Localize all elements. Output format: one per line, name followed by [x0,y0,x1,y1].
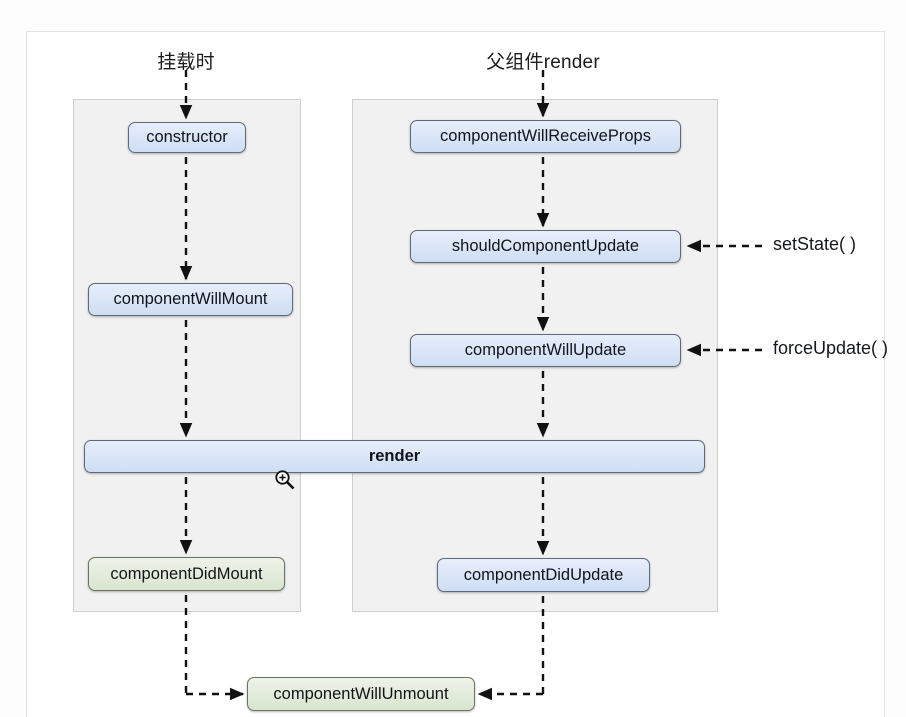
mounting-phase-label: 挂载时 [157,52,215,73]
node-constructor[interactable]: constructor [128,122,246,153]
trigger-label-set-state: setState( ) [773,234,857,254]
node-should-component-update[interactable]: shouldComponentUpdate [410,230,681,263]
updating-phase-label: 父组件render [486,52,600,73]
node-component-will-mount[interactable]: componentWillMount [88,283,293,316]
mounting-phase-panel [73,99,301,612]
node-component-did-mount[interactable]: componentDidMount [88,557,285,591]
node-render[interactable]: render [84,440,705,473]
node-component-will-update[interactable]: componentWillUpdate [410,334,681,367]
node-component-did-update[interactable]: componentDidUpdate [437,558,650,592]
node-component-will-unmount[interactable]: componentWillUnmount [247,677,475,711]
node-component-will-receive-props[interactable]: componentWillReceiveProps [410,120,681,153]
zoom-in-cursor-icon [275,470,295,490]
trigger-label-force-update: forceUpdate( ) [773,338,889,358]
